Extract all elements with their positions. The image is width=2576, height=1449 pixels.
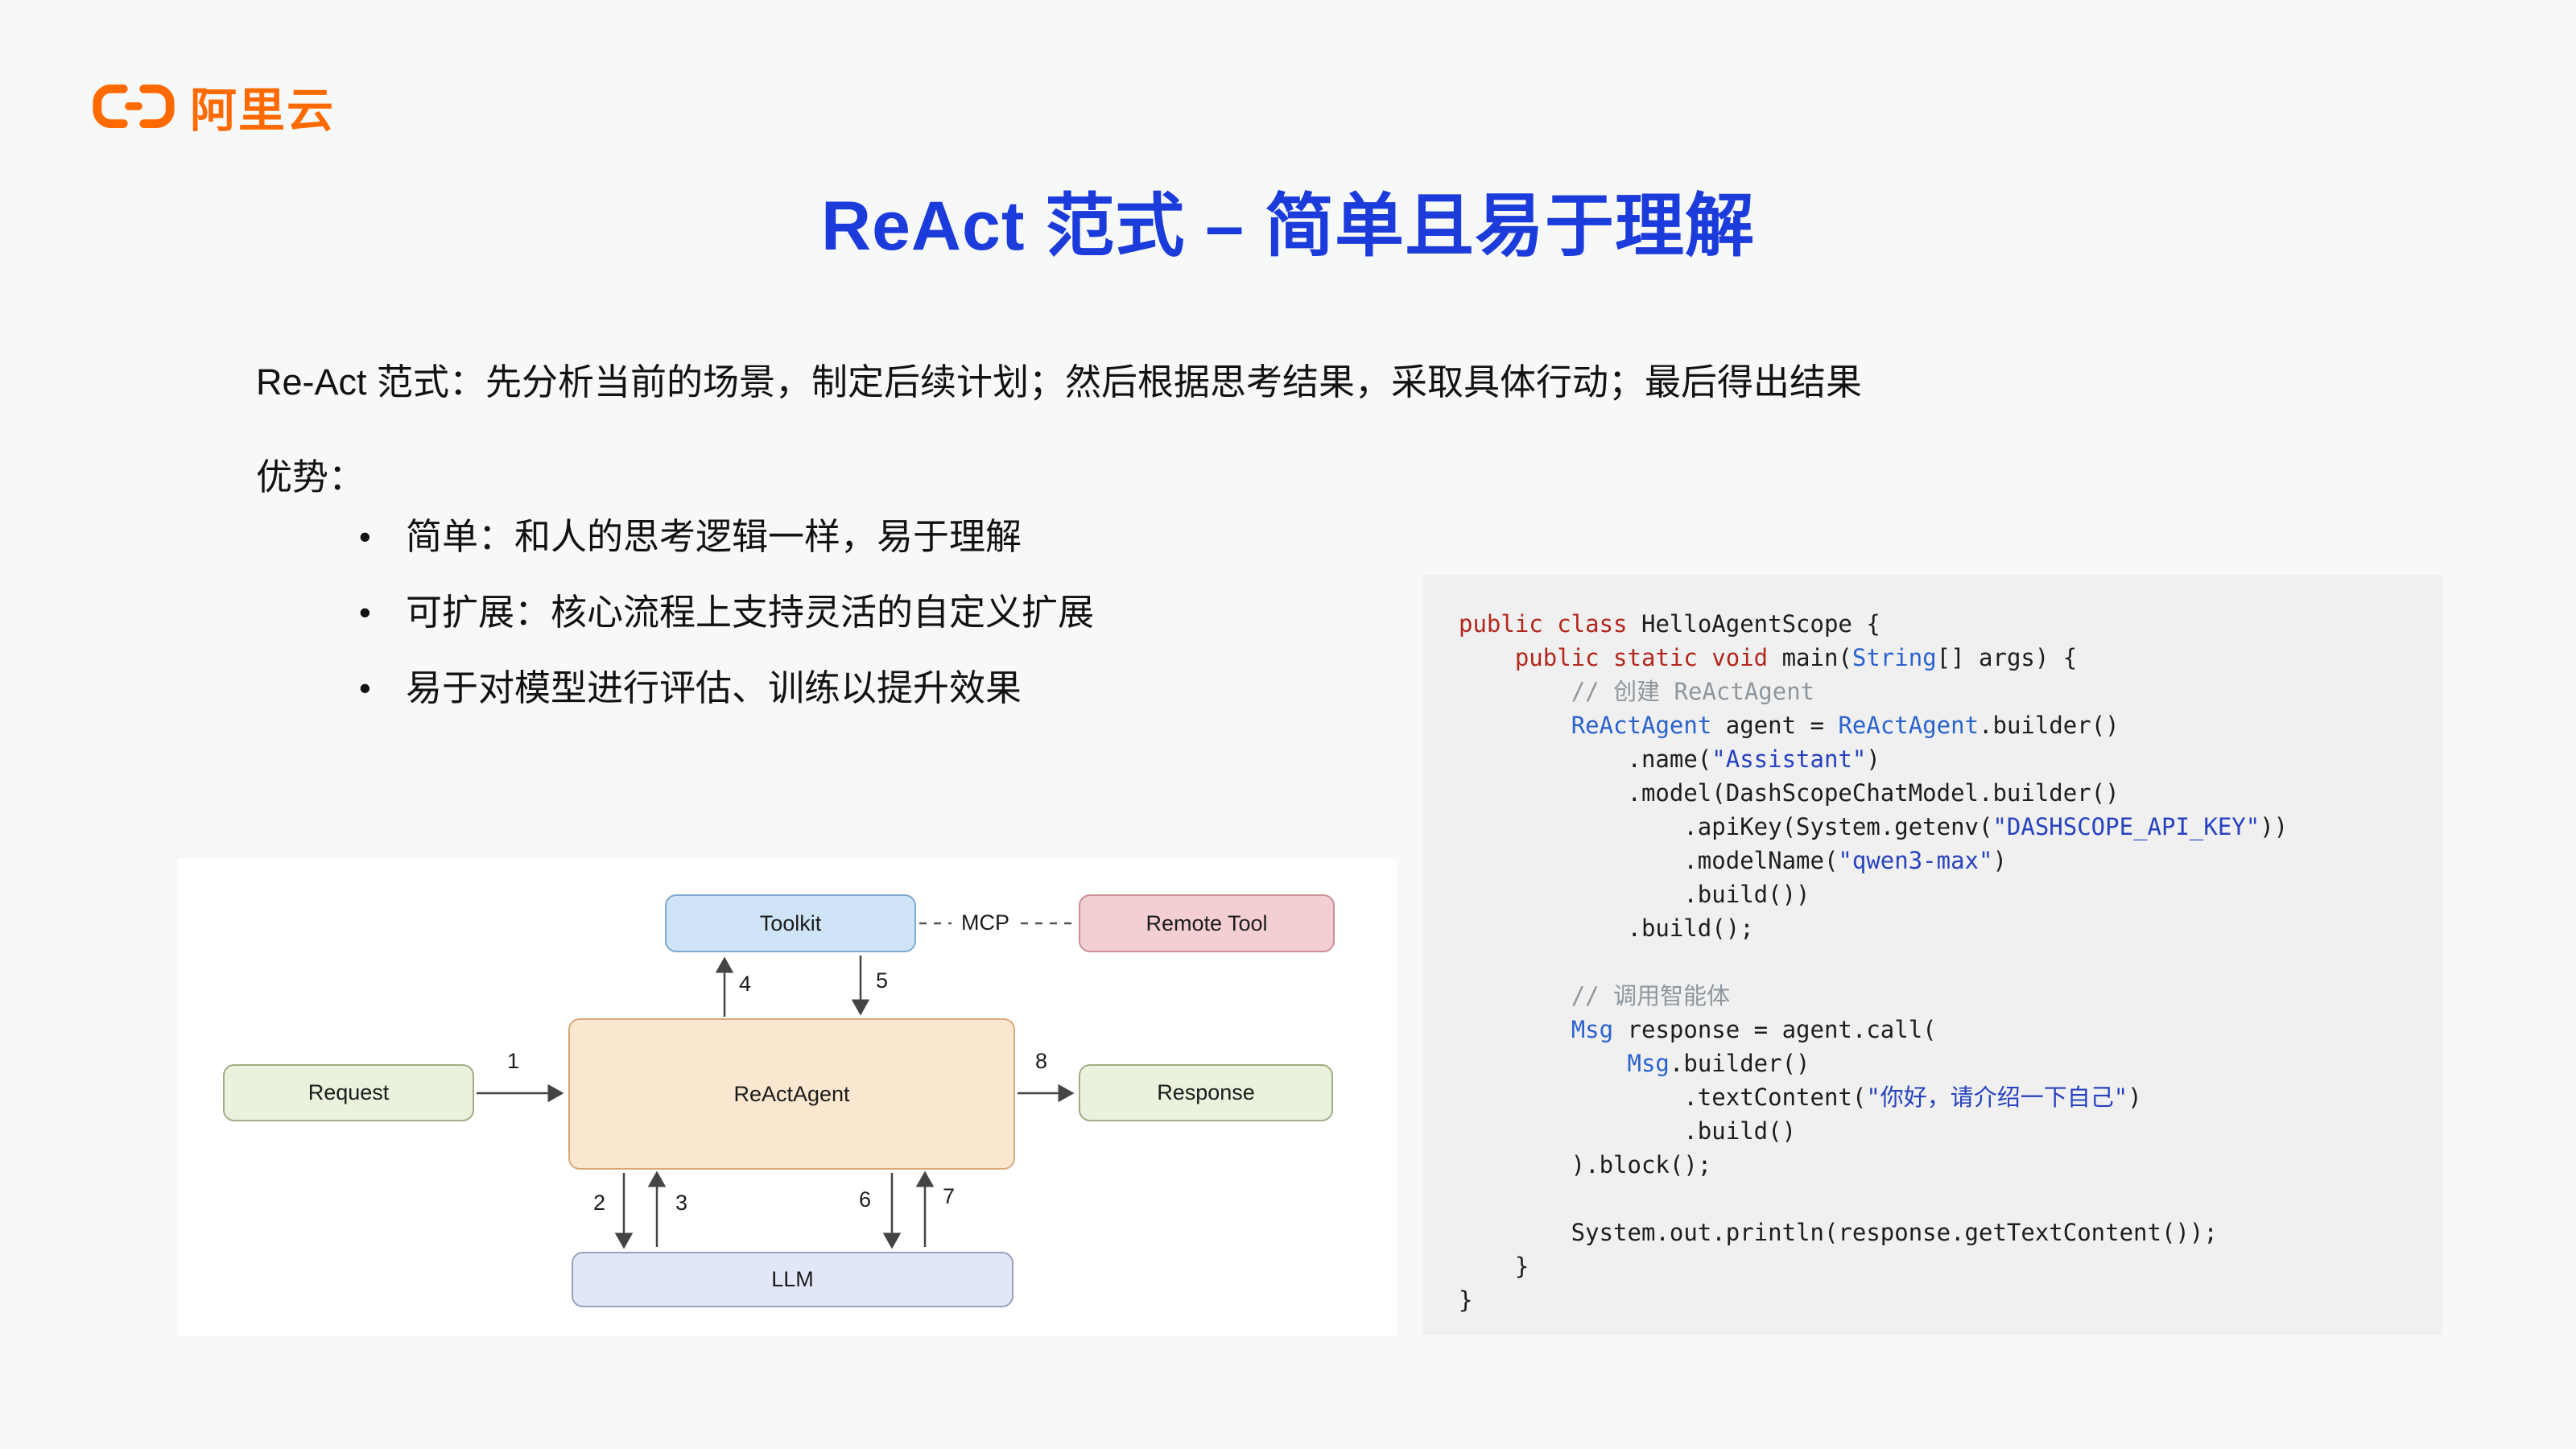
brand-name: 阿里云 [190, 85, 336, 137]
intro-text: Re-Act 范式：先分析当前的场景，制定后续计划；然后根据思考结果，采取具体行… [256, 361, 1863, 402]
bullet-item: 易于对模型进行评估、训练以提升效果 [354, 665, 1094, 712]
edge-label-7: 7 [943, 1184, 956, 1208]
edge-label-3: 3 [675, 1191, 688, 1215]
edge-label-6: 6 [859, 1187, 872, 1212]
edge-label-5: 5 [876, 968, 889, 993]
alibaba-cloud-logo-icon [90, 81, 177, 131]
edge-label-2: 2 [593, 1191, 606, 1215]
brand-logo: 阿里云 [90, 72, 335, 140]
code-panel: public class HelloAgentScope { public st… [1423, 575, 2442, 1335]
node-react-agent: ReActAgent [568, 1018, 1015, 1170]
node-toolkit: Toolkit [665, 894, 916, 952]
page-title: ReAct 范式 – 简单且易于理解 [820, 188, 1756, 265]
bullet-item: 简单：和人的思考逻辑一样，易于理解 [354, 514, 1094, 560]
node-remote-tool: Remote Tool [1079, 894, 1335, 952]
node-response: Response [1079, 1064, 1333, 1121]
advantages-list: 简单：和人的思考逻辑一样，易于理解 可扩展：核心流程上支持灵活的自定义扩展 易于… [354, 514, 1094, 741]
code-block: public class HelloAgentScope { public st… [1459, 610, 2289, 1314]
bullet-item: 可扩展：核心流程上支持灵活的自定义扩展 [354, 589, 1094, 636]
react-flow-diagram: Toolkit Remote Tool Request ReActAgent R… [177, 859, 1397, 1335]
edge-label-8: 8 [1035, 1049, 1048, 1073]
node-llm: LLM [572, 1252, 1013, 1307]
edge-label-4: 4 [739, 972, 752, 996]
advantages-label: 优势： [256, 456, 365, 497]
edge-label-mcp: MCP [952, 909, 1019, 937]
node-request: Request [223, 1064, 474, 1121]
edge-label-1: 1 [507, 1049, 520, 1073]
